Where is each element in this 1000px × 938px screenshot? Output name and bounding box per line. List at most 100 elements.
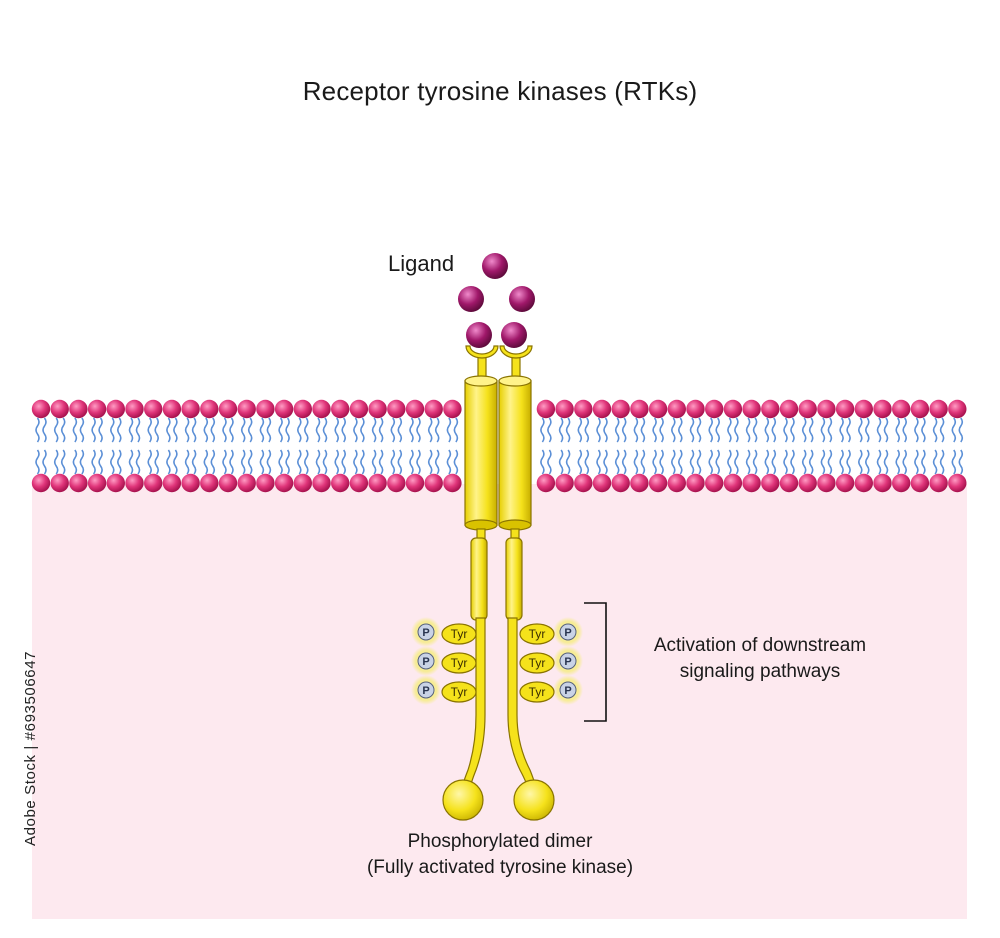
phospholipid-head: [761, 473, 780, 493]
phospholipid-head: [779, 399, 799, 419]
lipid-tail: [678, 417, 683, 443]
phospholipid-head: [256, 399, 275, 419]
lipid-tail: [808, 449, 814, 475]
lipid-tail: [876, 449, 882, 475]
phospholipid-head: [87, 473, 107, 493]
ligand-molecule-bound: [466, 322, 492, 348]
lipid-tail: [191, 449, 197, 475]
lipid-tail: [203, 449, 209, 475]
lipid-tail: [540, 449, 545, 475]
lipid-tail: [895, 449, 900, 475]
lipid-tail: [203, 417, 209, 443]
lipid-tail: [689, 417, 695, 443]
lipid-tails: [35, 417, 964, 475]
lipid-tail: [596, 417, 601, 443]
phospholipid-head: [293, 473, 312, 493]
phospholipid-head: [50, 399, 69, 419]
lipid-tail: [278, 449, 283, 475]
lipid-tail: [876, 417, 882, 443]
lipid-tail: [315, 449, 321, 475]
lipid-tail: [135, 449, 141, 475]
phospholipid-head: [761, 399, 780, 419]
lipid-tail: [932, 449, 938, 475]
phospholipid-head: [892, 399, 911, 419]
lipid-tail: [678, 449, 683, 475]
lipid-tail: [91, 417, 96, 443]
lipid-tail: [128, 449, 134, 475]
lipid-tail: [640, 449, 646, 475]
phospholipid-head: [144, 399, 163, 419]
lipid-tail: [932, 417, 938, 443]
lipid-tail: [547, 449, 552, 475]
lipid-tail: [266, 449, 272, 475]
lipid-tail: [640, 417, 646, 443]
activation-label-line1: Activation of downstream: [653, 635, 867, 656]
lipid-tail: [727, 449, 732, 475]
tyrosine-label: Tyr: [529, 685, 546, 699]
phospholipid-head: [349, 473, 369, 493]
phospholipid-head: [200, 473, 219, 493]
lipid-tail: [409, 417, 414, 443]
lipid-tail: [596, 449, 601, 475]
dimer-label: Phosphorylated dimer (Fully activated ty…: [300, 829, 700, 881]
kinase-domain-left: [470, 537, 488, 621]
lipid-tail: [53, 417, 59, 443]
phospholipid-head: [929, 399, 948, 419]
binding-cup-left: [465, 345, 499, 359]
lipid-tail: [334, 449, 339, 475]
lipid-tail: [259, 449, 265, 475]
phospholipid-head: [723, 473, 743, 493]
lipid-tail: [584, 417, 590, 443]
phospholipid-head: [237, 399, 256, 419]
dimer-label-line1: Phosphorylated dimer: [407, 831, 593, 852]
lipid-tail: [921, 449, 926, 475]
lipid-tail: [117, 449, 122, 475]
ligand-molecule: [509, 286, 535, 312]
lipid-tail: [110, 417, 115, 443]
lipid-tail: [951, 417, 957, 443]
phospholipid-head: [723, 399, 743, 419]
phospholipid-head: [705, 399, 724, 419]
lipid-tail: [378, 449, 384, 475]
lipid-tail: [820, 449, 826, 475]
lipid-tail: [304, 449, 309, 475]
lipid-tail: [734, 417, 739, 443]
phospholipid-head: [31, 473, 51, 493]
phospholipid-head: [331, 473, 350, 493]
lipid-tail: [322, 417, 328, 443]
phospholipid-head: [87, 399, 107, 419]
lipid-tail: [827, 449, 833, 475]
lipid-tail: [154, 417, 159, 443]
phospholipid-head: [705, 473, 724, 493]
phospholipid-head: [592, 473, 612, 493]
phospholipid-head: [948, 473, 967, 493]
phospholipid-head: [106, 399, 126, 419]
lipid-tail: [745, 449, 751, 475]
phospholipid-head: [312, 473, 331, 493]
lipid-tail: [902, 449, 907, 475]
lipid-tail: [98, 417, 103, 443]
phospholipid-head: [125, 473, 144, 493]
lipid-tail: [173, 417, 178, 443]
lipid-tail: [434, 417, 440, 443]
kinase-domain-right: [505, 537, 523, 621]
phosphate-group: [559, 652, 577, 670]
tm-domain-right: [498, 375, 532, 531]
lipid-tail: [603, 449, 608, 475]
lipid-tail: [652, 417, 657, 443]
dimer-label-line2: (Fully activated tyrosine kinase): [366, 857, 634, 878]
lipid-tail: [210, 449, 216, 475]
phospholipid-head: [667, 473, 686, 493]
phospholipid-head: [443, 473, 462, 493]
lipid-tail: [633, 449, 639, 475]
phosphate-label: P: [422, 627, 429, 639]
lipid-tail: [783, 449, 788, 475]
lipid-tail: [921, 417, 926, 443]
phospholipid-head: [592, 399, 612, 419]
lipid-tail: [210, 417, 216, 443]
lipid-tail: [184, 417, 190, 443]
lipid-tail: [229, 449, 234, 475]
phospholipid-head: [648, 399, 668, 419]
phospholipid-head: [424, 473, 443, 493]
